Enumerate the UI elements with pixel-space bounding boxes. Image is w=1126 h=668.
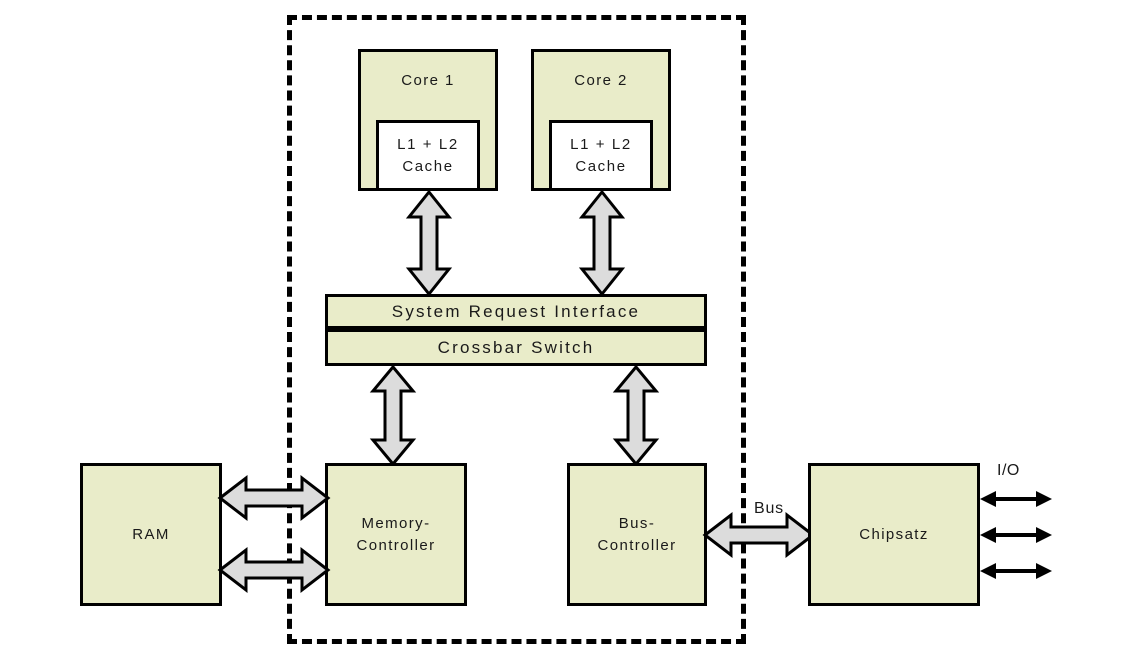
core2-to-sri-arrow (578, 189, 626, 297)
io-link-2-arrow (980, 527, 1052, 543)
io-label: I/O (997, 462, 1020, 479)
memory-controller-line1: Memory- (361, 514, 431, 532)
core-1-title: Core 1 (401, 72, 455, 89)
crossbar-to-bus-controller-arrow (612, 364, 660, 467)
core-2-title: Core 2 (574, 72, 628, 89)
ram-block: RAM (80, 463, 222, 606)
core-2-cache-block: L1 + L2 Cache (549, 120, 653, 191)
core-1-cache-line2: Cache (402, 157, 454, 175)
cpu-die-boundary (287, 15, 746, 644)
bus-controller-to-chipsatz-arrow (702, 511, 816, 559)
crossbar-switch-label: Crossbar Switch (437, 337, 595, 357)
memory-controller-line2: Controller (356, 536, 436, 554)
bus-controller-line1: Bus- (618, 514, 656, 532)
chipsatz-block: Chipsatz (808, 463, 980, 606)
io-link-3-arrow (980, 563, 1052, 579)
crossbar-switch-bar: Crossbar Switch (325, 329, 707, 366)
core-1-cache-line1: L1 + L2 (397, 135, 459, 153)
system-request-interface-bar: System Request Interface (325, 294, 707, 329)
core-2-cache-line1: L1 + L2 (570, 135, 632, 153)
core-2-cache-line2: Cache (575, 157, 627, 175)
bus-controller-line2: Controller (597, 536, 677, 554)
ram-to-memory-controller-lower-arrow (217, 546, 331, 594)
bus-controller-block: Bus- Controller (567, 463, 707, 606)
core1-to-sri-arrow (405, 189, 453, 297)
core-1-cache-block: L1 + L2 Cache (376, 120, 480, 191)
chipsatz-label: Chipsatz (859, 525, 929, 543)
io-link-1-arrow (980, 491, 1052, 507)
ram-to-memory-controller-upper-arrow (217, 474, 331, 522)
system-request-interface-label: System Request Interface (391, 301, 641, 321)
ram-label: RAM (132, 525, 170, 543)
bus-label: Bus (754, 500, 784, 517)
memory-controller-block: Memory- Controller (325, 463, 467, 606)
crossbar-to-memory-controller-arrow (369, 364, 417, 467)
